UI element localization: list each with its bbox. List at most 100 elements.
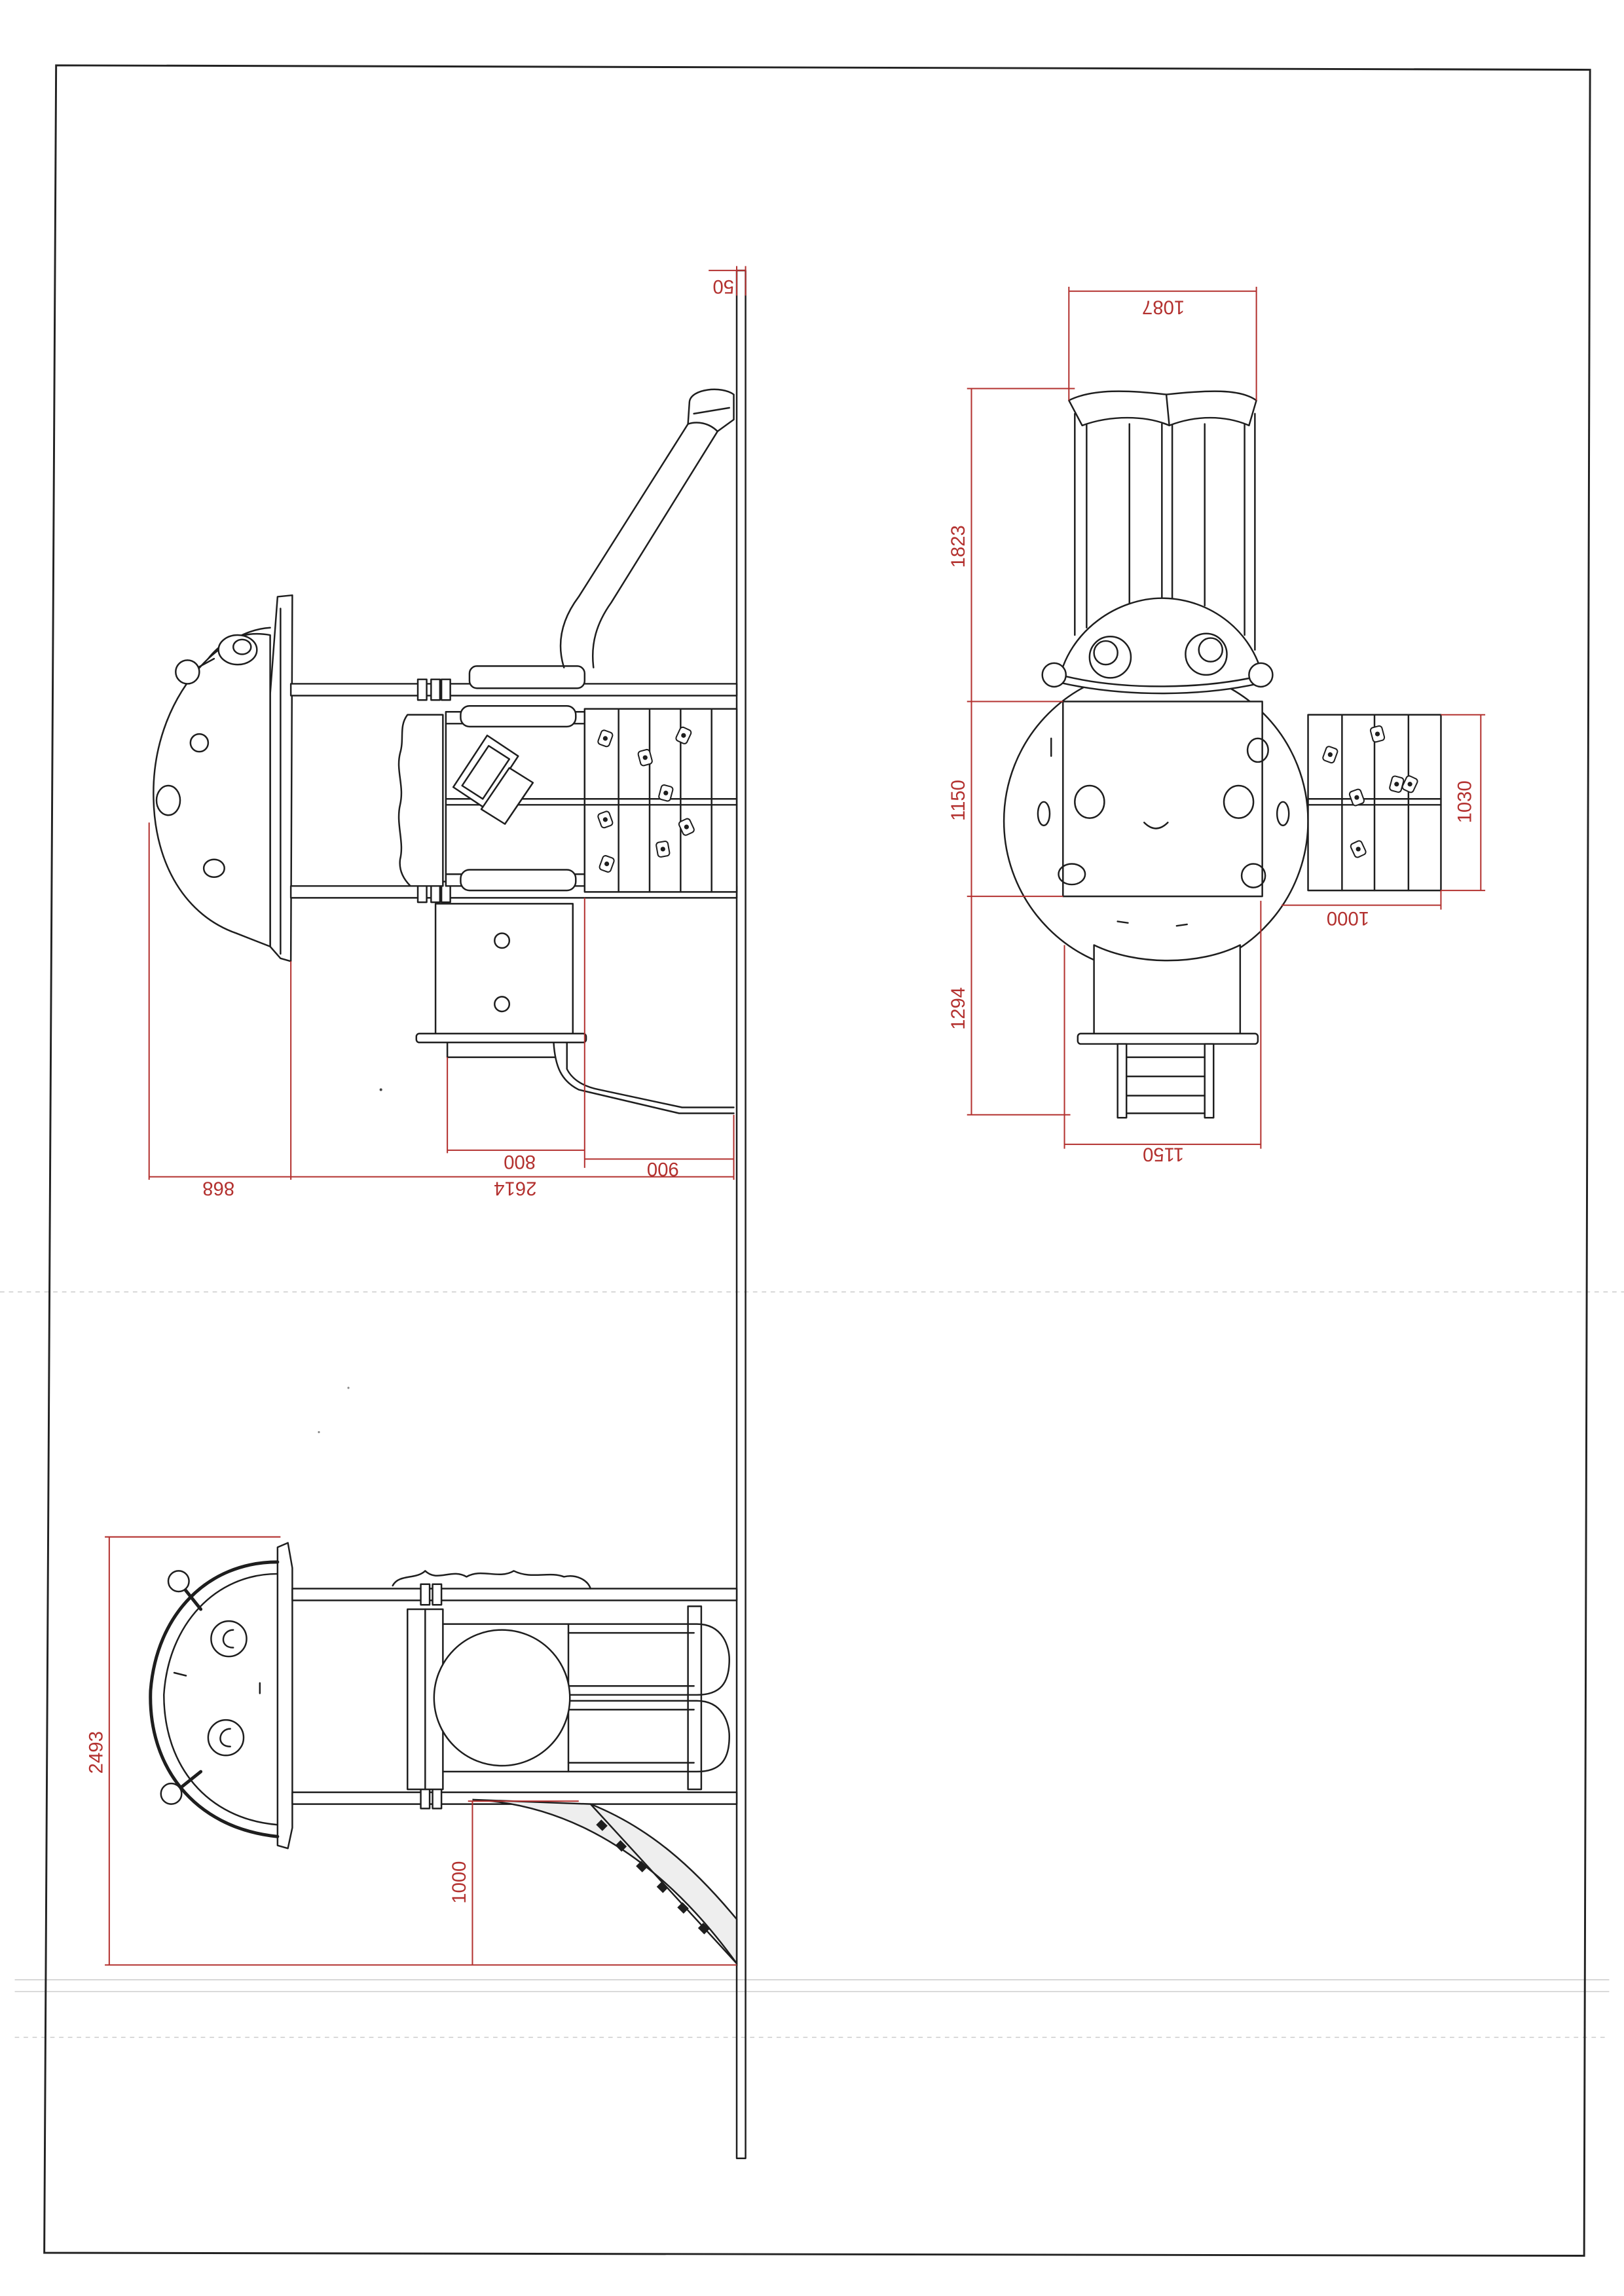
head-line <box>1065 675 1259 687</box>
entrance-frame <box>442 1623 570 1773</box>
eye-icon <box>210 1620 248 1658</box>
climbing-hold <box>596 1819 608 1831</box>
lower-housing <box>434 903 574 1035</box>
hold-bolt <box>681 733 686 738</box>
body-spot <box>1058 863 1086 886</box>
hold-bolt <box>1407 782 1412 787</box>
dim-label-wall-width: 1030 <box>1454 780 1475 823</box>
ladder-platform <box>1077 1032 1259 1045</box>
dim-label-ladder-length: 1294 <box>948 987 969 1030</box>
side-view-dimensions: 50 868 2614 800 900 <box>148 266 747 1199</box>
scan-dot <box>318 1430 320 1434</box>
post-clamp <box>416 678 428 701</box>
pupil-icon <box>232 638 252 655</box>
hold-bolt <box>602 736 608 741</box>
face-mark <box>173 1671 187 1677</box>
ground-line <box>735 269 747 2159</box>
hold-bolt <box>663 790 669 795</box>
bolt-icon <box>494 932 511 949</box>
roof-spot <box>155 784 181 816</box>
hold-bolt <box>1354 795 1359 800</box>
hold-bolt <box>1356 847 1361 852</box>
hold-bolt <box>1394 782 1399 787</box>
dim-label-slide-exit: 800 <box>504 1151 536 1173</box>
climbing-hold <box>636 1861 648 1872</box>
antenna-knob-icon <box>160 1782 183 1805</box>
dim-label-slide-length: 1823 <box>948 525 969 568</box>
hold-bolt <box>660 847 665 852</box>
body-spot <box>1246 737 1269 763</box>
hold-bolt <box>1375 731 1380 737</box>
hold-bolt <box>684 824 689 829</box>
eye-icon <box>207 1719 245 1757</box>
body-spot <box>1074 784 1105 819</box>
climbing-ramp <box>472 1798 738 1966</box>
ladder-housing <box>1093 944 1242 1035</box>
dim-label-height: 2493 <box>86 1731 107 1774</box>
pupil-icon <box>219 1728 231 1747</box>
plan-view-dimensions: 1087 1823 1150 1294 1150 1030 1000 <box>948 286 1486 1165</box>
ladder-rail <box>1204 1043 1215 1119</box>
dim-label-top: 50 <box>712 276 734 297</box>
hold-bolt <box>602 817 608 822</box>
post-clamp <box>440 678 451 701</box>
antenna-knob-icon <box>167 1570 190 1593</box>
post-clamp <box>420 1787 431 1810</box>
body-spot <box>1276 801 1290 827</box>
dim-label-wall-depth: 1000 <box>1327 907 1369 929</box>
climbing-hold <box>656 1881 669 1893</box>
eye-icon <box>217 634 258 666</box>
roof-spot <box>189 733 210 753</box>
dim-label-slide-run: 900 <box>647 1158 679 1180</box>
side-view <box>153 388 738 1114</box>
antenna-stem <box>181 1585 203 1611</box>
pupil-icon <box>1093 640 1118 666</box>
ladybug-face-rim <box>163 1573 279 1826</box>
slide-end-frame <box>687 1605 703 1791</box>
panel-window-inner <box>461 744 511 800</box>
dim-label-slide-width: 1087 <box>1142 297 1185 318</box>
side-panel-edge <box>397 714 444 887</box>
antenna-stem <box>196 657 215 668</box>
roof-board <box>276 1542 293 1850</box>
climbing-holds <box>1322 725 1418 858</box>
smile-mark <box>1143 822 1169 829</box>
panel-window <box>480 767 534 825</box>
climbing-holds <box>597 726 695 873</box>
climbing-hold <box>615 1840 627 1852</box>
antenna-stem <box>177 1770 203 1791</box>
front-view <box>149 1542 738 1966</box>
top-rail-ornament <box>392 1570 592 1590</box>
post-clamp <box>420 1583 431 1606</box>
slide-deck <box>468 665 586 689</box>
step-ramp-inner <box>566 1042 735 1108</box>
slide-chute <box>567 1700 730 1773</box>
slide-end-lip <box>1068 390 1257 427</box>
bolt-icon <box>494 996 511 1013</box>
pupil-icon <box>222 1629 234 1649</box>
roof-spot <box>202 858 225 879</box>
platform-square <box>1062 701 1263 898</box>
scan-dot <box>347 1387 350 1389</box>
slide-divider <box>1165 393 1170 427</box>
antenna-knob-icon <box>175 659 200 685</box>
body-mark <box>1175 923 1188 927</box>
dim-label-roof-overhang: 868 <box>202 1178 234 1199</box>
eye-icon <box>1088 636 1132 679</box>
slide-lip-line <box>693 407 730 415</box>
base-plate <box>415 1032 587 1044</box>
dim-label-house-depth: 1150 <box>948 780 969 821</box>
post-clamp <box>432 1787 443 1810</box>
eye-icon <box>1185 632 1228 676</box>
slide-chute <box>567 1623 730 1696</box>
body-spot <box>1037 801 1051 827</box>
antenna-knob-icon <box>1248 662 1274 688</box>
dim-label-ladder-width: 1150 <box>1143 1144 1184 1165</box>
climbing-hold <box>697 1923 710 1935</box>
handle-bar <box>460 705 577 728</box>
hold-bolt <box>1327 752 1333 757</box>
dim-label-platform-height: 1000 <box>449 1861 470 1904</box>
ramp-holds <box>596 1819 710 1935</box>
body-mark <box>1116 920 1129 924</box>
